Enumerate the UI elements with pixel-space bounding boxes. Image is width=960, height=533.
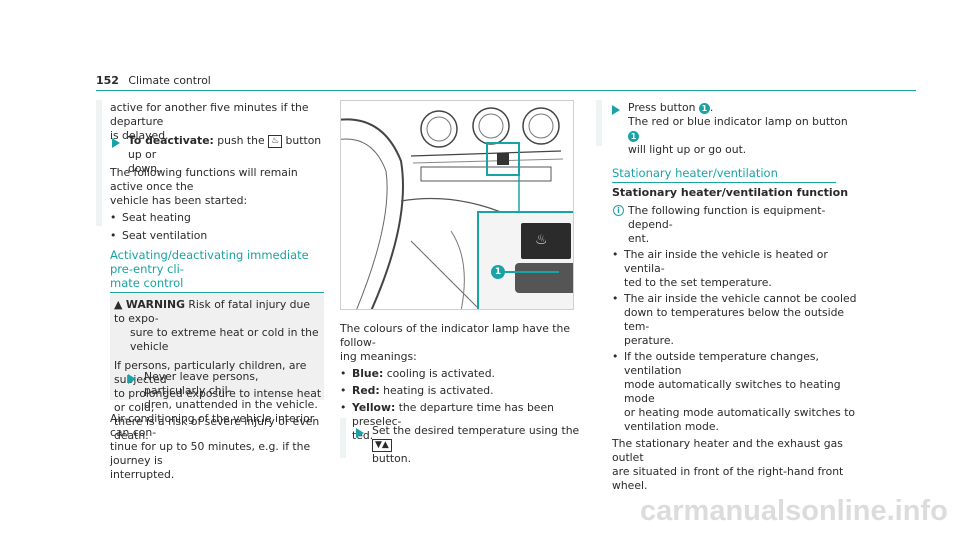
list-item: Seat heating — [110, 211, 330, 225]
warning-content: ▲ WARNING Risk of fatal injury due to ex… — [114, 298, 322, 442]
section-title-preentry: Activating/deactivating immediate pre-en… — [110, 248, 324, 293]
warning-action: Never leave persons, particularly chil- … — [144, 370, 318, 411]
watermark: carmanualsonline.info — [640, 495, 948, 527]
step-bar — [596, 100, 602, 146]
callout-badge-1: 1 — [698, 102, 710, 114]
step-bar — [340, 418, 346, 458]
list-item: Seat ventilation — [110, 229, 330, 243]
aircon-paragraph: Air-conditioning of the vehicle interior… — [110, 412, 315, 481]
press-button-step: Press button 1. The red or blue indicato… — [628, 101, 848, 156]
deactivate-step: To deactivate: push the ♨ button up or d… — [128, 134, 322, 175]
list-item: Yellow: the departure time has been pres… — [340, 401, 580, 443]
action-arrow-icon — [612, 105, 620, 115]
page-header: 152 Climate control — [96, 74, 916, 92]
button-base — [515, 263, 573, 293]
warning-triangle-icon: ▲ — [114, 298, 123, 311]
intro-line: is delayed. — [110, 129, 169, 142]
action-arrow-icon — [128, 374, 136, 384]
action-arrow-icon — [112, 138, 120, 148]
warning-box — [110, 294, 324, 400]
list-item: The air inside the vehicle cannot be coo… — [612, 292, 862, 348]
deactivate-label: To deactivate: — [128, 134, 214, 147]
stationary-content: Stationary heater/ventilation function i… — [612, 186, 862, 493]
seat-heat-key-icon: ♨ — [268, 134, 283, 148]
callout-badge-1: 1 — [628, 130, 639, 142]
set-temperature-step: Set the desired temperature using the ▼▲… — [372, 424, 580, 465]
remain-block: The following functions will remain acti… — [110, 166, 330, 243]
callout-number-1: 1 — [491, 265, 505, 279]
list-item: Red: heating is activated. — [340, 384, 580, 398]
list-item: The air inside the vehicle is heated or … — [612, 248, 862, 290]
page-number: 152 — [96, 74, 119, 87]
seat-heat-icon: ♨ — [535, 232, 548, 248]
colour-meanings: The colours of the indicator lamp have t… — [340, 322, 580, 443]
heater-button: ♨ — [521, 223, 571, 259]
section-name: Climate control — [128, 74, 211, 87]
list-item: Blue: cooling is activated. — [340, 367, 580, 381]
info-icon: i — [613, 205, 624, 216]
section-title-stationary: Stationary heater/ventilation — [612, 166, 836, 183]
zoom-inset: ♨ 1 — [477, 211, 573, 309]
action-arrow-icon — [356, 428, 364, 438]
left-column: active for another five minutes if the d… — [110, 101, 325, 143]
temperature-key-icon: ▼▲ — [372, 438, 392, 452]
step-bar — [96, 100, 102, 226]
header-rule — [96, 90, 916, 91]
console-illustration: ♨ 1 — [340, 100, 574, 310]
intro-line: active for another five minutes if the d… — [110, 101, 309, 128]
subsection-title: Stationary heater/ventilation function — [612, 186, 849, 199]
list-item: If the outside temperature changes, vent… — [612, 350, 862, 434]
